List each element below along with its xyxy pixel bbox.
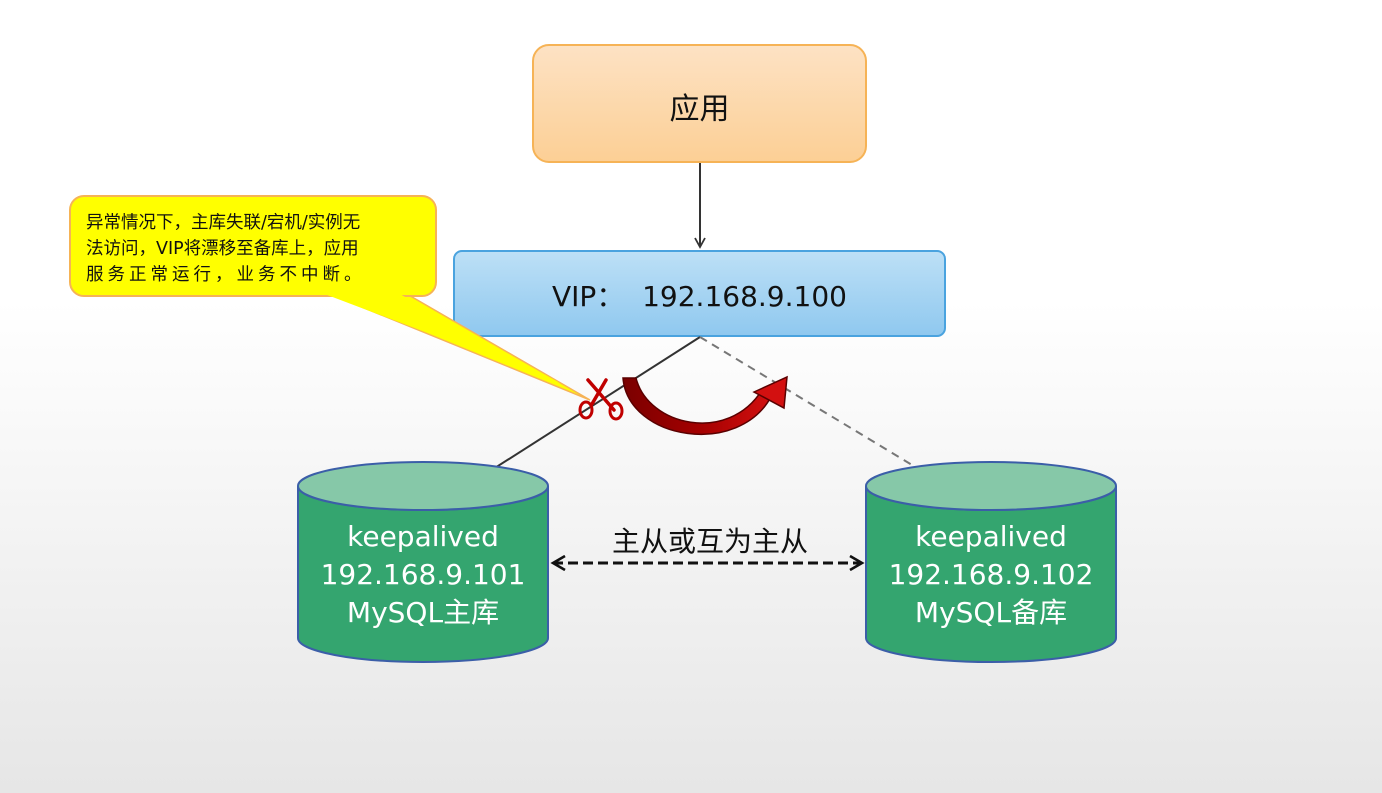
callout-box bbox=[69, 195, 437, 297]
db-standby-ip: 192.168.9.102 bbox=[888, 558, 1094, 591]
db-standby-cylinder bbox=[865, 461, 1117, 663]
db-primary-ip: 192.168.9.101 bbox=[320, 558, 526, 591]
db-primary-text: keepalived 192.168.9.101 MySQL主库 bbox=[298, 518, 548, 632]
scissors-icon bbox=[578, 378, 624, 421]
callout-line-3: 服务正常运行，业务不中断。 bbox=[86, 265, 366, 285]
db-primary-role: MySQL主库 bbox=[346, 596, 500, 629]
callout-text: 异常情况下，主库失联/宕机/实例无 法访问，VIP将漂移至备库上，应用 服务正常… bbox=[86, 210, 432, 288]
callout-line-2: 法访问，VIP将漂移至备库上，应用 bbox=[86, 239, 359, 259]
callout-line-1: 异常情况下，主库失联/宕机/实例无 bbox=[86, 213, 361, 233]
db-standby-text: keepalived 192.168.9.102 MySQL备库 bbox=[866, 518, 1116, 632]
curved-arrow-icon bbox=[622, 375, 788, 436]
callout-pointer-cover bbox=[322, 293, 560, 383]
db-primary-cylinder bbox=[297, 461, 549, 663]
vip-box bbox=[453, 250, 946, 337]
db-standby-role: MySQL备库 bbox=[914, 596, 1068, 629]
db-primary-service: keepalived bbox=[347, 520, 499, 553]
app-box bbox=[532, 44, 867, 163]
db-standby-service: keepalived bbox=[915, 520, 1067, 553]
